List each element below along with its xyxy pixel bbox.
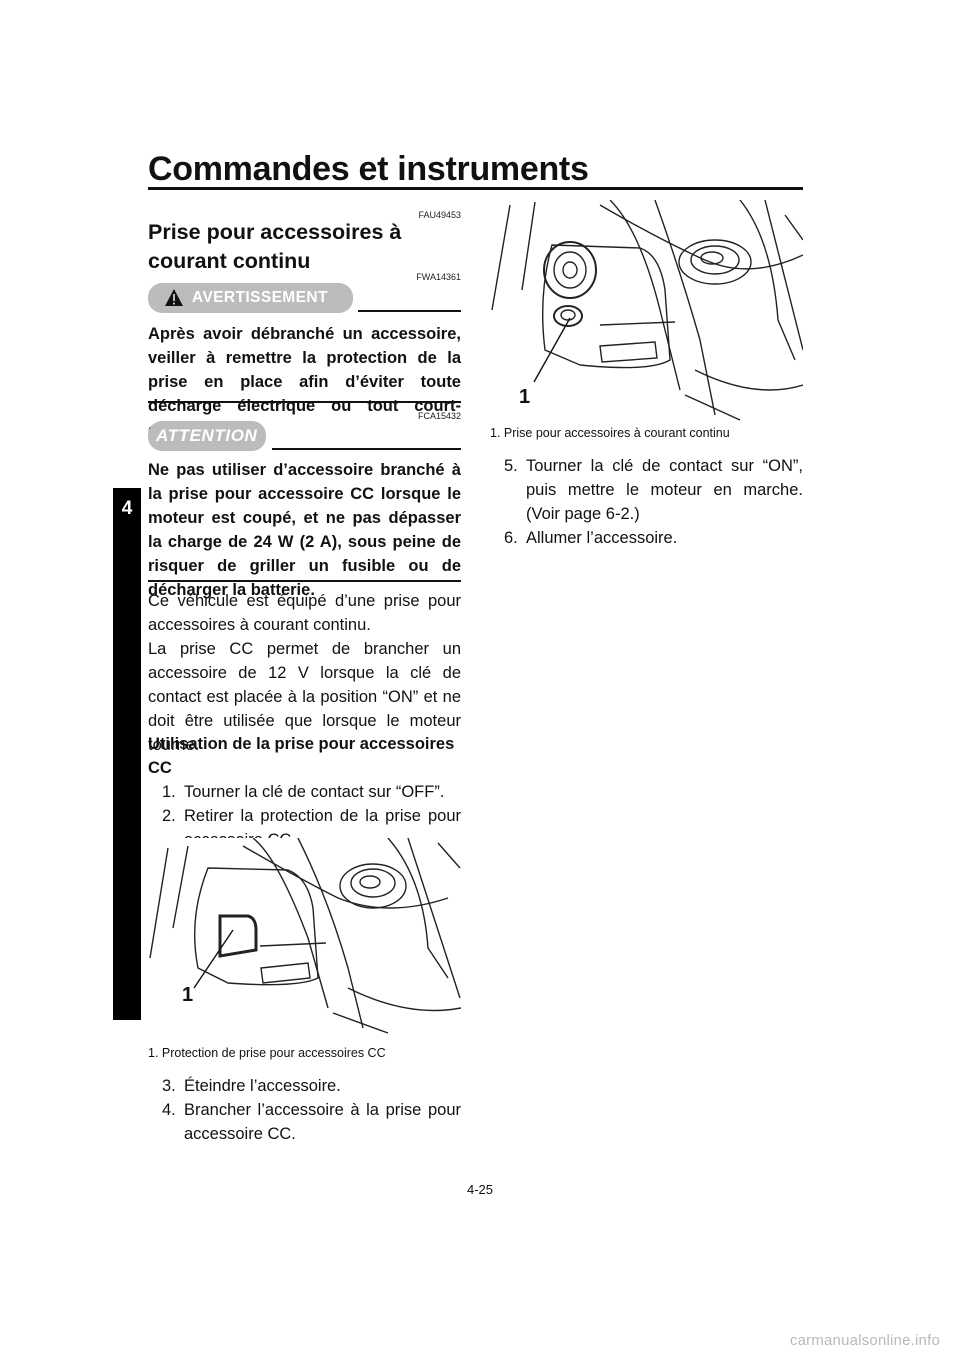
chapter-number: 4 xyxy=(121,498,133,519)
attention-header: ATTENTION xyxy=(148,421,461,451)
page-title: Commandes et instruments xyxy=(148,150,589,188)
steps-list-c: 5. Tourner la clé de contact sur “ON”, pu… xyxy=(490,454,803,550)
list-item: 5. Tourner la clé de contact sur “ON”, pu… xyxy=(490,454,803,526)
step-number: 2. xyxy=(162,807,176,825)
warning-label: AVERTISSEMENT xyxy=(192,289,328,306)
chapter-tab xyxy=(113,488,141,1020)
list-item: 3. Éteindre l’accessoire. xyxy=(148,1074,461,1098)
figure-2-callout: 1 xyxy=(519,386,531,408)
attention-text: Ne pas utiliser d’accessoire branché à l… xyxy=(148,461,461,599)
step-number: 6. xyxy=(504,529,518,547)
attention-label: ATTENTION xyxy=(156,426,258,445)
step-text: Tourner la clé de contact sur “ON”, puis… xyxy=(526,457,803,523)
attention-end-rule xyxy=(148,580,461,582)
section-heading: Prise pour accessoires à courant continu xyxy=(148,220,402,273)
watermark: carmanualsonline.info xyxy=(789,1332,940,1349)
warning-header-line xyxy=(358,310,461,312)
list-item: 1. Tourner la clé de contact sur “OFF”. xyxy=(148,780,461,804)
attention-header-line xyxy=(272,448,461,450)
figure-1-callout: 1 xyxy=(182,984,194,1006)
title-rule xyxy=(148,187,803,190)
attention-label-box: ATTENTION xyxy=(148,421,266,451)
warning-header: AVERTISSEMENT xyxy=(148,283,461,313)
figure-1-caption: 1. Protection de prise pour accessoires … xyxy=(148,1046,386,1060)
step-number: 5. xyxy=(504,457,518,475)
list-item: 4. Brancher l’accessoire à la prise pour … xyxy=(148,1098,461,1146)
figure-2-illustration xyxy=(490,200,803,422)
step-text: Allumer l’accessoire. xyxy=(526,529,678,547)
warning-end-rule xyxy=(148,401,461,403)
usage-heading: Utilisation de la prise pour accessoires… xyxy=(148,735,455,777)
figure-1-illustration xyxy=(148,838,461,1038)
list-item: 6. Allumer l’accessoire. xyxy=(490,526,803,550)
intro-paragraph-1: Ce véhicule est équipé d’une prise pour … xyxy=(148,592,461,634)
step-text: Brancher l’accessoire à la prise pour ac… xyxy=(184,1101,461,1143)
step-text: Éteindre l’accessoire. xyxy=(184,1077,341,1095)
attention-code: FCA15432 xyxy=(417,411,461,421)
warning-triangle-icon xyxy=(165,289,183,306)
intro-paragraph-2: La prise CC permet de brancher un access… xyxy=(148,640,461,754)
warning-text: Après avoir débranché un accessoire, vei… xyxy=(148,325,461,439)
step-number: 1. xyxy=(162,783,176,801)
page-number: 4-25 xyxy=(466,1182,494,1197)
step-number: 4. xyxy=(162,1101,176,1119)
figure-2-caption: 1. Prise pour accessoires à courant cont… xyxy=(490,426,730,440)
section-code: FAU49453 xyxy=(418,210,461,220)
warning-label-box: AVERTISSEMENT xyxy=(148,283,353,313)
step-number: 3. xyxy=(162,1077,176,1095)
step-text: Tourner la clé de contact sur “OFF”. xyxy=(184,783,445,801)
warning-code: FWA14361 xyxy=(416,272,461,282)
steps-list-b: 3. Éteindre l’accessoire. 4. Brancher l’ac… xyxy=(148,1074,461,1146)
